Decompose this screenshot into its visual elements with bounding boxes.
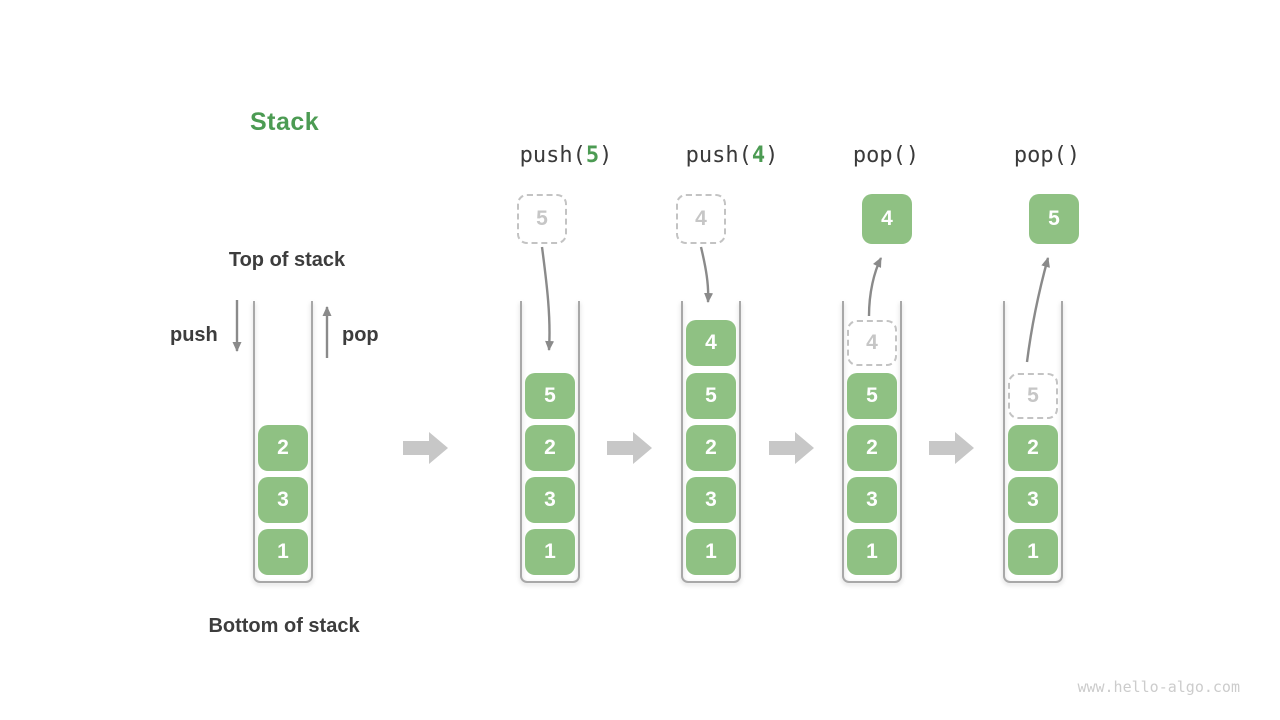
operation-label: push(5) <box>520 143 613 168</box>
operation-text: push( <box>685 143 752 168</box>
popped-value-box: 5 <box>1029 194 1079 244</box>
stack-cell: 2 <box>258 425 308 471</box>
incoming-value-box: 4 <box>676 194 726 244</box>
stack-cell: 5 <box>847 373 897 419</box>
operation-arg: 5 <box>585 143 600 168</box>
stack-cell: 1 <box>847 529 897 575</box>
stack-cell-removed: 5 <box>1008 373 1058 419</box>
operation-text: pop() <box>852 143 920 168</box>
diagram-title: Stack <box>250 108 320 136</box>
stack-cell: 1 <box>1008 529 1058 575</box>
push-label: push <box>170 324 218 346</box>
operation-arg: 4 <box>751 143 766 168</box>
stack-frame <box>842 301 902 583</box>
stack-cell: 2 <box>686 425 736 471</box>
stack-cell: 3 <box>525 477 575 523</box>
operation-text: ) <box>599 143 613 168</box>
operation-text: push( <box>519 143 586 168</box>
bottom-of-stack-label: Bottom of stack <box>208 615 360 637</box>
operation-label: push(4) <box>686 143 779 168</box>
pop-label: pop <box>342 324 379 346</box>
stack-cell: 5 <box>686 373 736 419</box>
stack-cell: 1 <box>686 529 736 575</box>
stack-cell: 1 <box>525 529 575 575</box>
stack-cell: 3 <box>258 477 308 523</box>
stack-cell: 3 <box>847 477 897 523</box>
step-arrow-icon <box>403 432 448 464</box>
watermark: www.hello-algo.com <box>1077 678 1240 696</box>
top-of-stack-label: Top of stack <box>228 249 346 271</box>
push-4-arrow-icon <box>699 246 714 303</box>
stack-cell: 3 <box>686 477 736 523</box>
operation-text: ) <box>765 143 779 168</box>
stack-cell: 2 <box>847 425 897 471</box>
step-arrow-icon <box>769 432 814 464</box>
stack-cell: 1 <box>258 529 308 575</box>
stack-frame <box>520 301 580 583</box>
stack-cell: 2 <box>525 425 575 471</box>
stack-frame <box>1003 301 1063 583</box>
step-arrow-icon <box>929 432 974 464</box>
operation-text: pop() <box>1013 143 1081 168</box>
operation-label: pop() <box>1014 143 1080 168</box>
step-arrow-icon <box>607 432 652 464</box>
stack-frame <box>253 301 313 583</box>
stack-cell: 3 <box>1008 477 1058 523</box>
stack-cell: 2 <box>1008 425 1058 471</box>
stack-cell: 5 <box>525 373 575 419</box>
stack-cell-removed: 4 <box>847 320 897 366</box>
incoming-value-box: 5 <box>517 194 567 244</box>
operation-label: pop() <box>853 143 919 168</box>
stack-frame <box>681 301 741 583</box>
popped-value-box: 4 <box>862 194 912 244</box>
stack-cell: 4 <box>686 320 736 366</box>
